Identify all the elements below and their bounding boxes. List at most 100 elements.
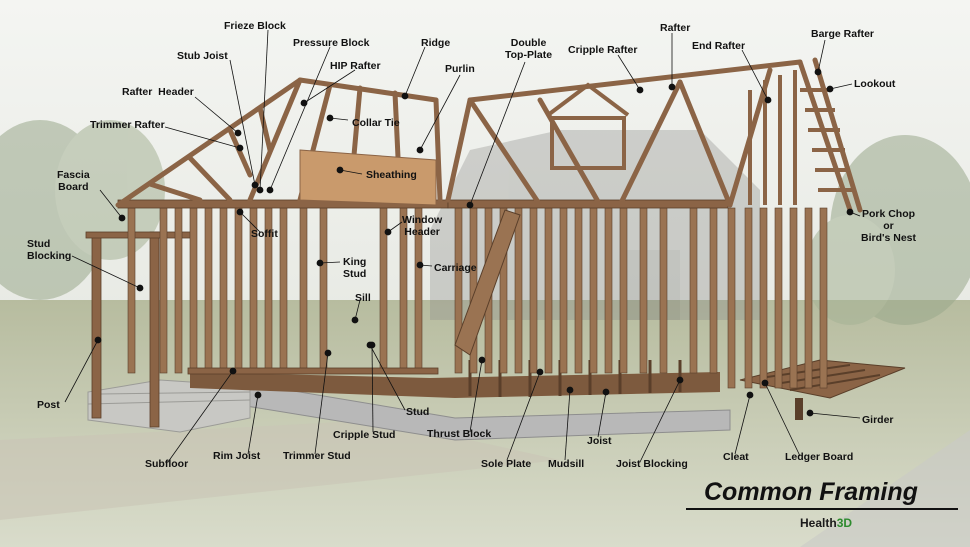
stud-member — [639, 207, 648, 374]
leader-line — [639, 379, 681, 463]
leader-line — [164, 126, 241, 149]
leader-dot — [94, 336, 102, 344]
leader-line — [314, 352, 329, 455]
leader-dot — [384, 228, 392, 236]
stud-member — [744, 207, 753, 389]
label-collar-tie: Collar Tie — [352, 117, 400, 129]
label-pork-chop-line3: Bird's Nest — [861, 232, 917, 244]
brand-suffix: 3D — [836, 516, 853, 530]
label-stub-joist: Stub Joist — [177, 50, 228, 62]
label-king-stud-line2: Stud — [343, 268, 367, 280]
leader-dot — [536, 368, 544, 376]
stud-member — [559, 207, 568, 374]
stud-member — [819, 207, 828, 389]
label-stud-blocking: Stud Blocking — [27, 238, 71, 262]
leader-line — [617, 54, 641, 91]
leader-line — [303, 69, 356, 104]
brand-logo: Health3D — [800, 516, 852, 530]
leader-line — [247, 394, 259, 455]
label-joist: Joist — [587, 435, 612, 447]
label-pork-chop: Pork Chop or Bird's Nest — [861, 208, 916, 244]
label-double-top-plate: Double Top-Plate — [505, 37, 552, 61]
stud-member — [544, 207, 553, 374]
leader-line — [369, 344, 406, 411]
stud-member — [234, 207, 243, 374]
leader-dot — [336, 166, 344, 174]
label-purlin: Purlin — [445, 63, 475, 75]
leader-dot — [300, 99, 308, 107]
leader-dot — [764, 96, 772, 104]
leader-line — [764, 382, 801, 457]
road — [800, 430, 970, 547]
stud-member — [759, 207, 768, 389]
stud-member — [689, 207, 698, 374]
label-lookout: Lookout — [854, 78, 896, 90]
leader-dot — [846, 208, 854, 216]
leader-line — [419, 74, 461, 151]
label-post: Post — [37, 399, 60, 411]
leader-line — [469, 61, 526, 206]
label-soffit: Soffit — [251, 228, 278, 240]
label-mudsill: Mudsill — [548, 458, 585, 470]
leader-line — [404, 46, 426, 97]
leader-dot — [478, 356, 486, 364]
stud-member — [709, 207, 718, 374]
leader-dot — [316, 259, 324, 267]
leader-dot — [136, 284, 144, 292]
label-window-header-line1: Window — [402, 214, 443, 226]
stud-member — [774, 207, 783, 389]
label-king-stud: King Stud — [343, 256, 366, 280]
leader-dot — [118, 214, 126, 222]
stud-member — [804, 207, 813, 389]
label-fascia-board-line1: Fascia — [57, 169, 90, 181]
leader-dot — [368, 341, 376, 349]
label-stud-blocking-line2: Blocking — [27, 250, 72, 262]
lookout-ladder — [800, 88, 855, 192]
label-fascia-board-line2: Board — [58, 181, 89, 193]
label-hip-rafter: HIP Rafter — [330, 60, 381, 72]
stud-member — [604, 207, 613, 374]
leader-line — [734, 394, 751, 455]
stud-member — [319, 207, 328, 374]
stud-member — [174, 207, 183, 374]
label-rafter-header: Rafter Header — [122, 86, 194, 98]
cupola — [546, 82, 630, 170]
leader-line — [269, 46, 331, 191]
leader-dot — [351, 316, 359, 324]
label-frieze-block: Frieze Block — [224, 20, 286, 32]
stud-member — [574, 207, 583, 374]
leader-line — [99, 189, 123, 219]
stud-member — [659, 207, 668, 374]
label-subfloor: Subfloor — [145, 458, 189, 470]
leader-dot — [636, 86, 644, 94]
label-fascia-board: Fascia Board — [57, 169, 90, 193]
label-rim-joist: Rim Joist — [213, 450, 261, 462]
floor-deck — [190, 372, 720, 398]
label-ledger-board: Ledger Board — [785, 451, 854, 463]
label-stud: Stud — [406, 406, 430, 418]
leader-line — [194, 96, 239, 134]
entry-steps — [87, 379, 251, 433]
stud-member — [727, 207, 736, 389]
leader-line — [64, 339, 99, 403]
stair-carriage — [454, 209, 521, 356]
label-pressure-block: Pressure Block — [293, 37, 370, 49]
leader-dot — [326, 114, 334, 122]
label-cripple-rafter: Cripple Rafter — [568, 44, 638, 56]
label-barge-rafter: Barge Rafter — [811, 28, 875, 40]
stud-member — [514, 207, 523, 374]
label-girder: Girder — [862, 414, 894, 426]
leader-dot — [566, 386, 574, 394]
label-pork-chop-line2: or — [883, 220, 894, 232]
brand-name: Health — [800, 516, 837, 530]
stud-member — [789, 207, 798, 389]
leader-dot — [234, 129, 242, 137]
leader-line — [469, 359, 483, 433]
sheathing-panel — [299, 149, 437, 206]
leader-dot — [602, 388, 610, 396]
stud-member — [219, 207, 228, 374]
leader-line — [741, 49, 769, 101]
label-sill: Sill — [355, 292, 371, 304]
